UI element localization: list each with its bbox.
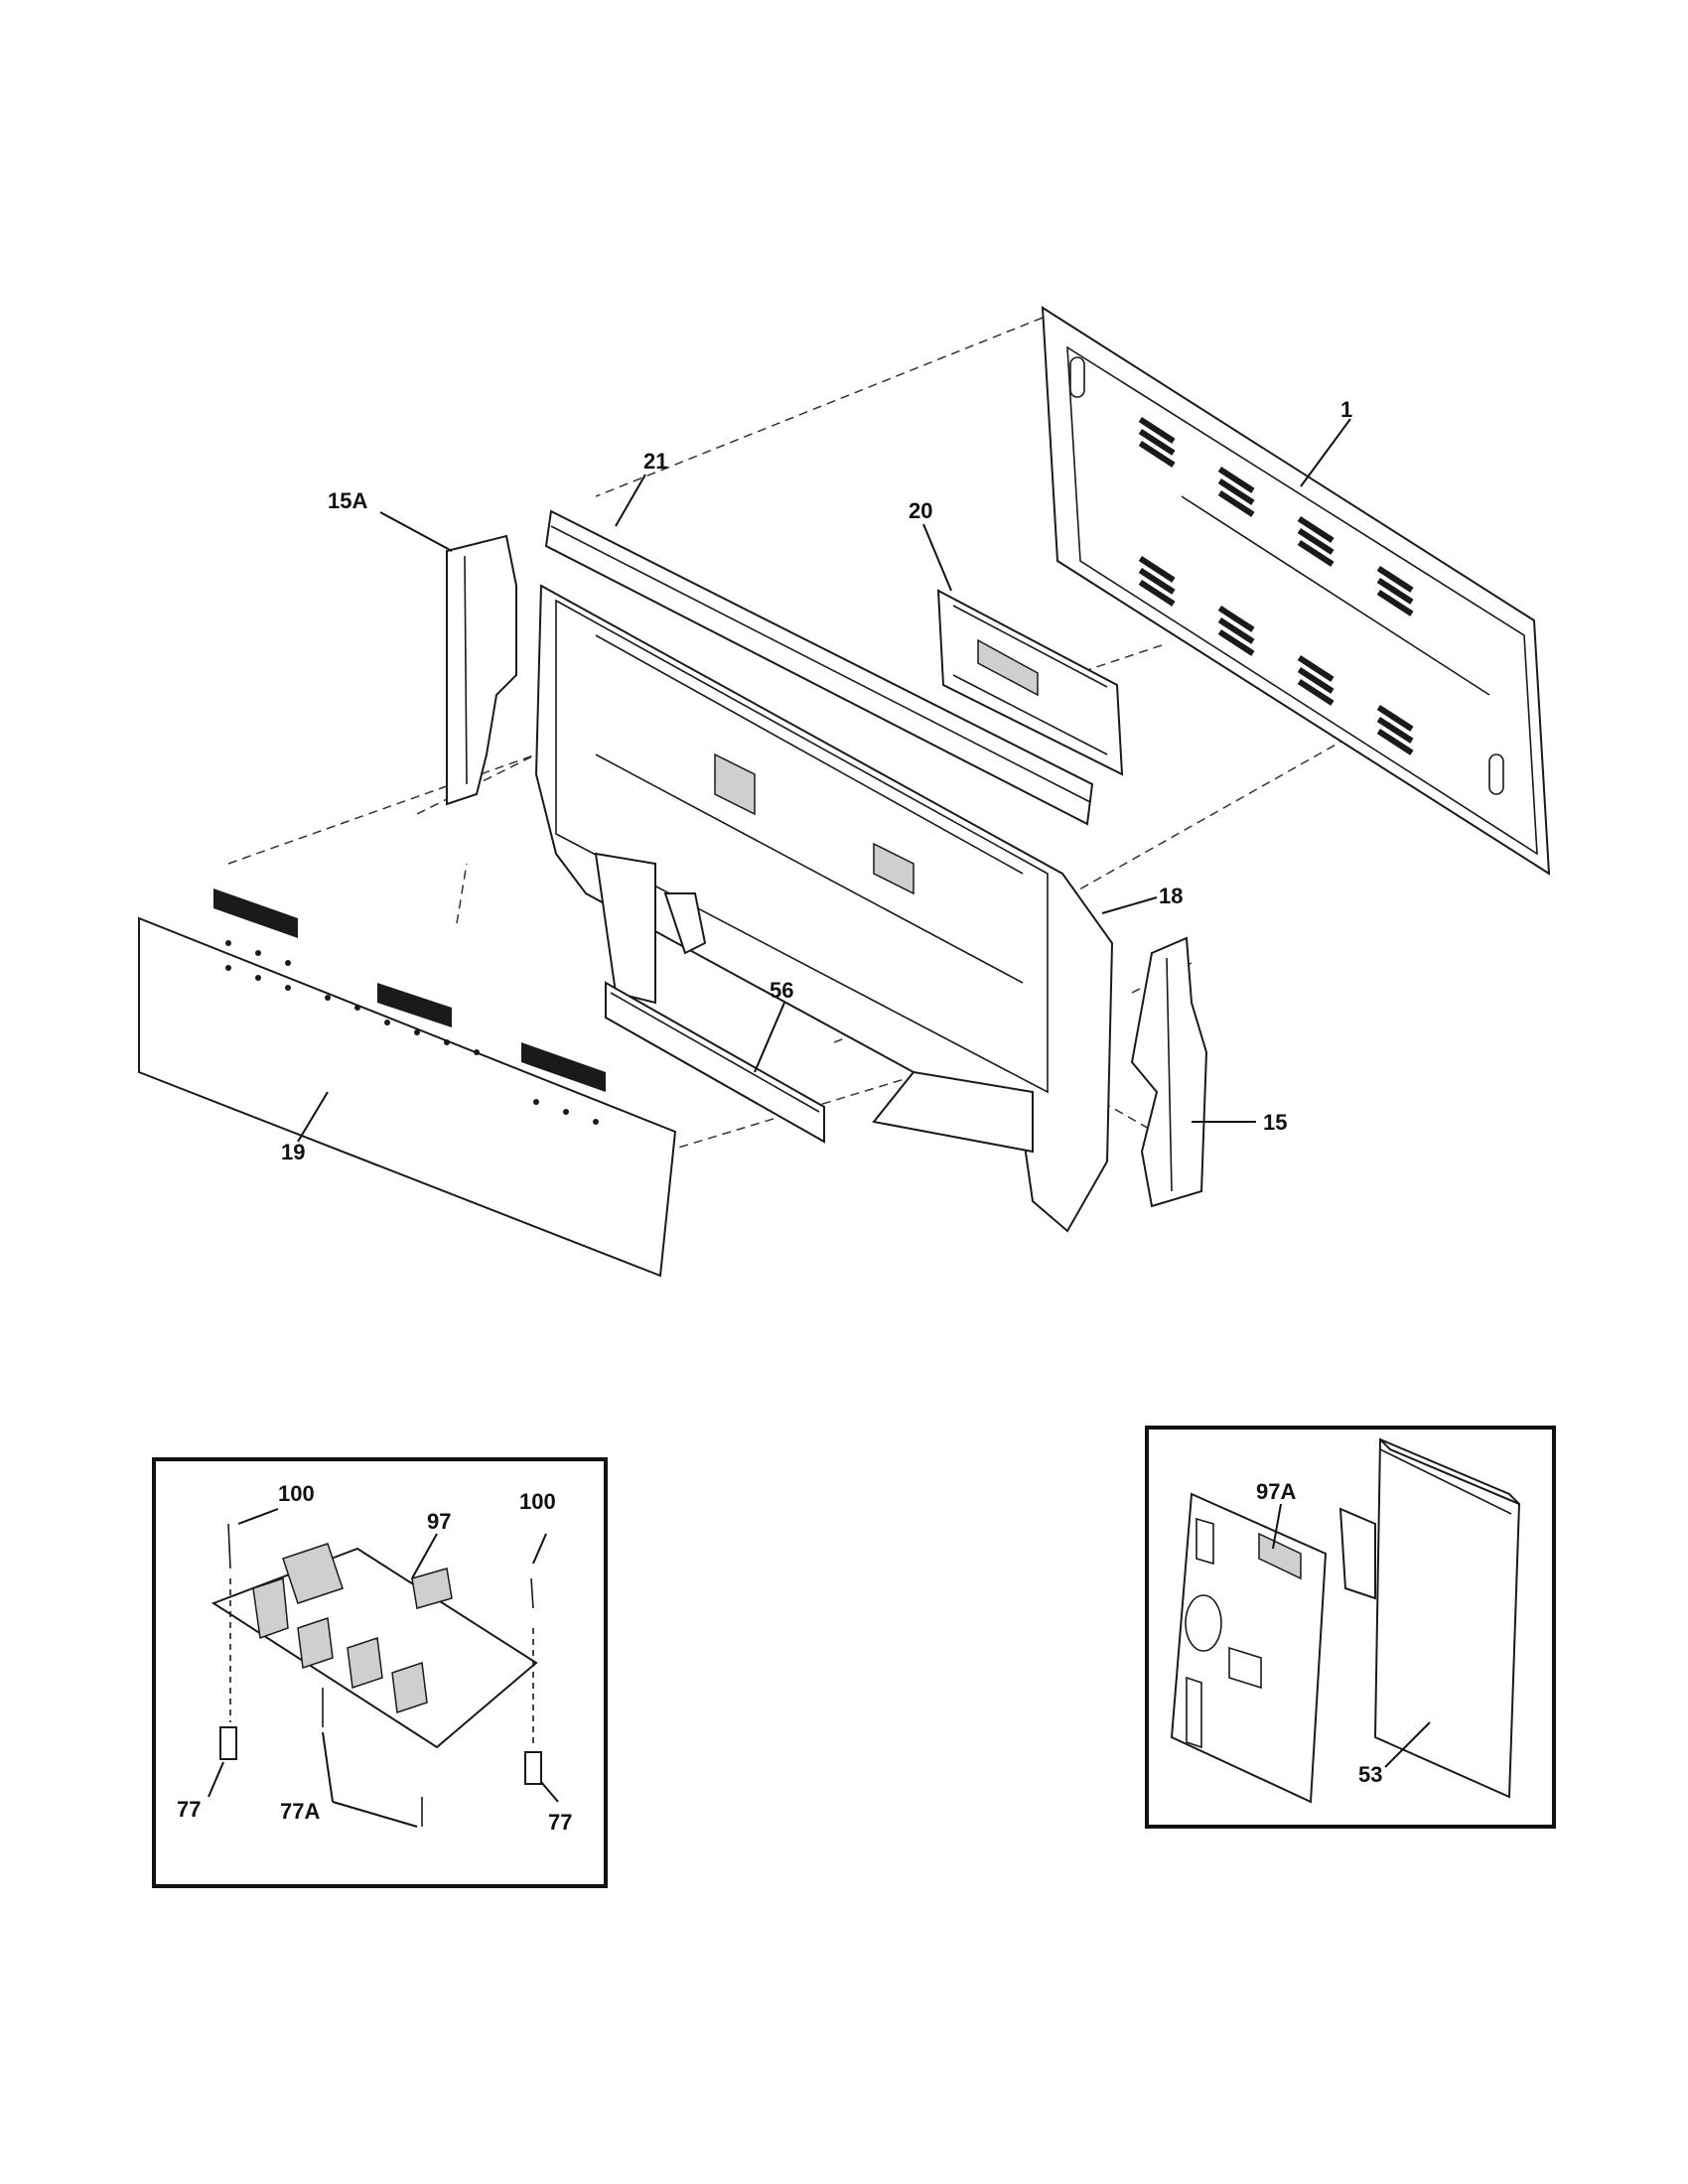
label-77-right: 77 xyxy=(548,1810,572,1835)
part-18-console-housing xyxy=(534,584,1114,1233)
label-1: 1 xyxy=(1340,397,1352,422)
part-15a-left-endcap xyxy=(446,534,517,806)
label-100-left: 100 xyxy=(278,1481,315,1506)
label-97: 97 xyxy=(427,1509,451,1534)
label-56: 56 xyxy=(770,978,793,1003)
label-21: 21 xyxy=(643,449,667,474)
part-56-bracket xyxy=(605,981,825,1144)
label-77-left: 77 xyxy=(177,1797,201,1822)
part-19-control-panel xyxy=(138,888,677,1278)
inset-relay-board: 100 97 100 77 77A 77 xyxy=(152,1457,608,1888)
label-20: 20 xyxy=(909,498,932,523)
part-20-control-board xyxy=(936,589,1124,776)
part-21-top-trim xyxy=(544,509,1094,826)
label-97a: 97A xyxy=(1256,1479,1296,1504)
inset-board-and-cover: 97A 53 xyxy=(1145,1426,1556,1829)
part-1-rear-panel xyxy=(1041,306,1551,876)
label-53: 53 xyxy=(1358,1762,1382,1787)
label-15a: 15A xyxy=(328,488,367,513)
label-15: 15 xyxy=(1263,1110,1287,1135)
label-18: 18 xyxy=(1159,884,1183,908)
part-15-right-endcap xyxy=(1130,936,1208,1208)
label-100-right: 100 xyxy=(519,1489,556,1514)
label-77a: 77A xyxy=(280,1799,320,1824)
label-19: 19 xyxy=(281,1140,305,1164)
callouts-main: 1 21 15A 20 18 56 15 19 xyxy=(281,397,1352,1164)
